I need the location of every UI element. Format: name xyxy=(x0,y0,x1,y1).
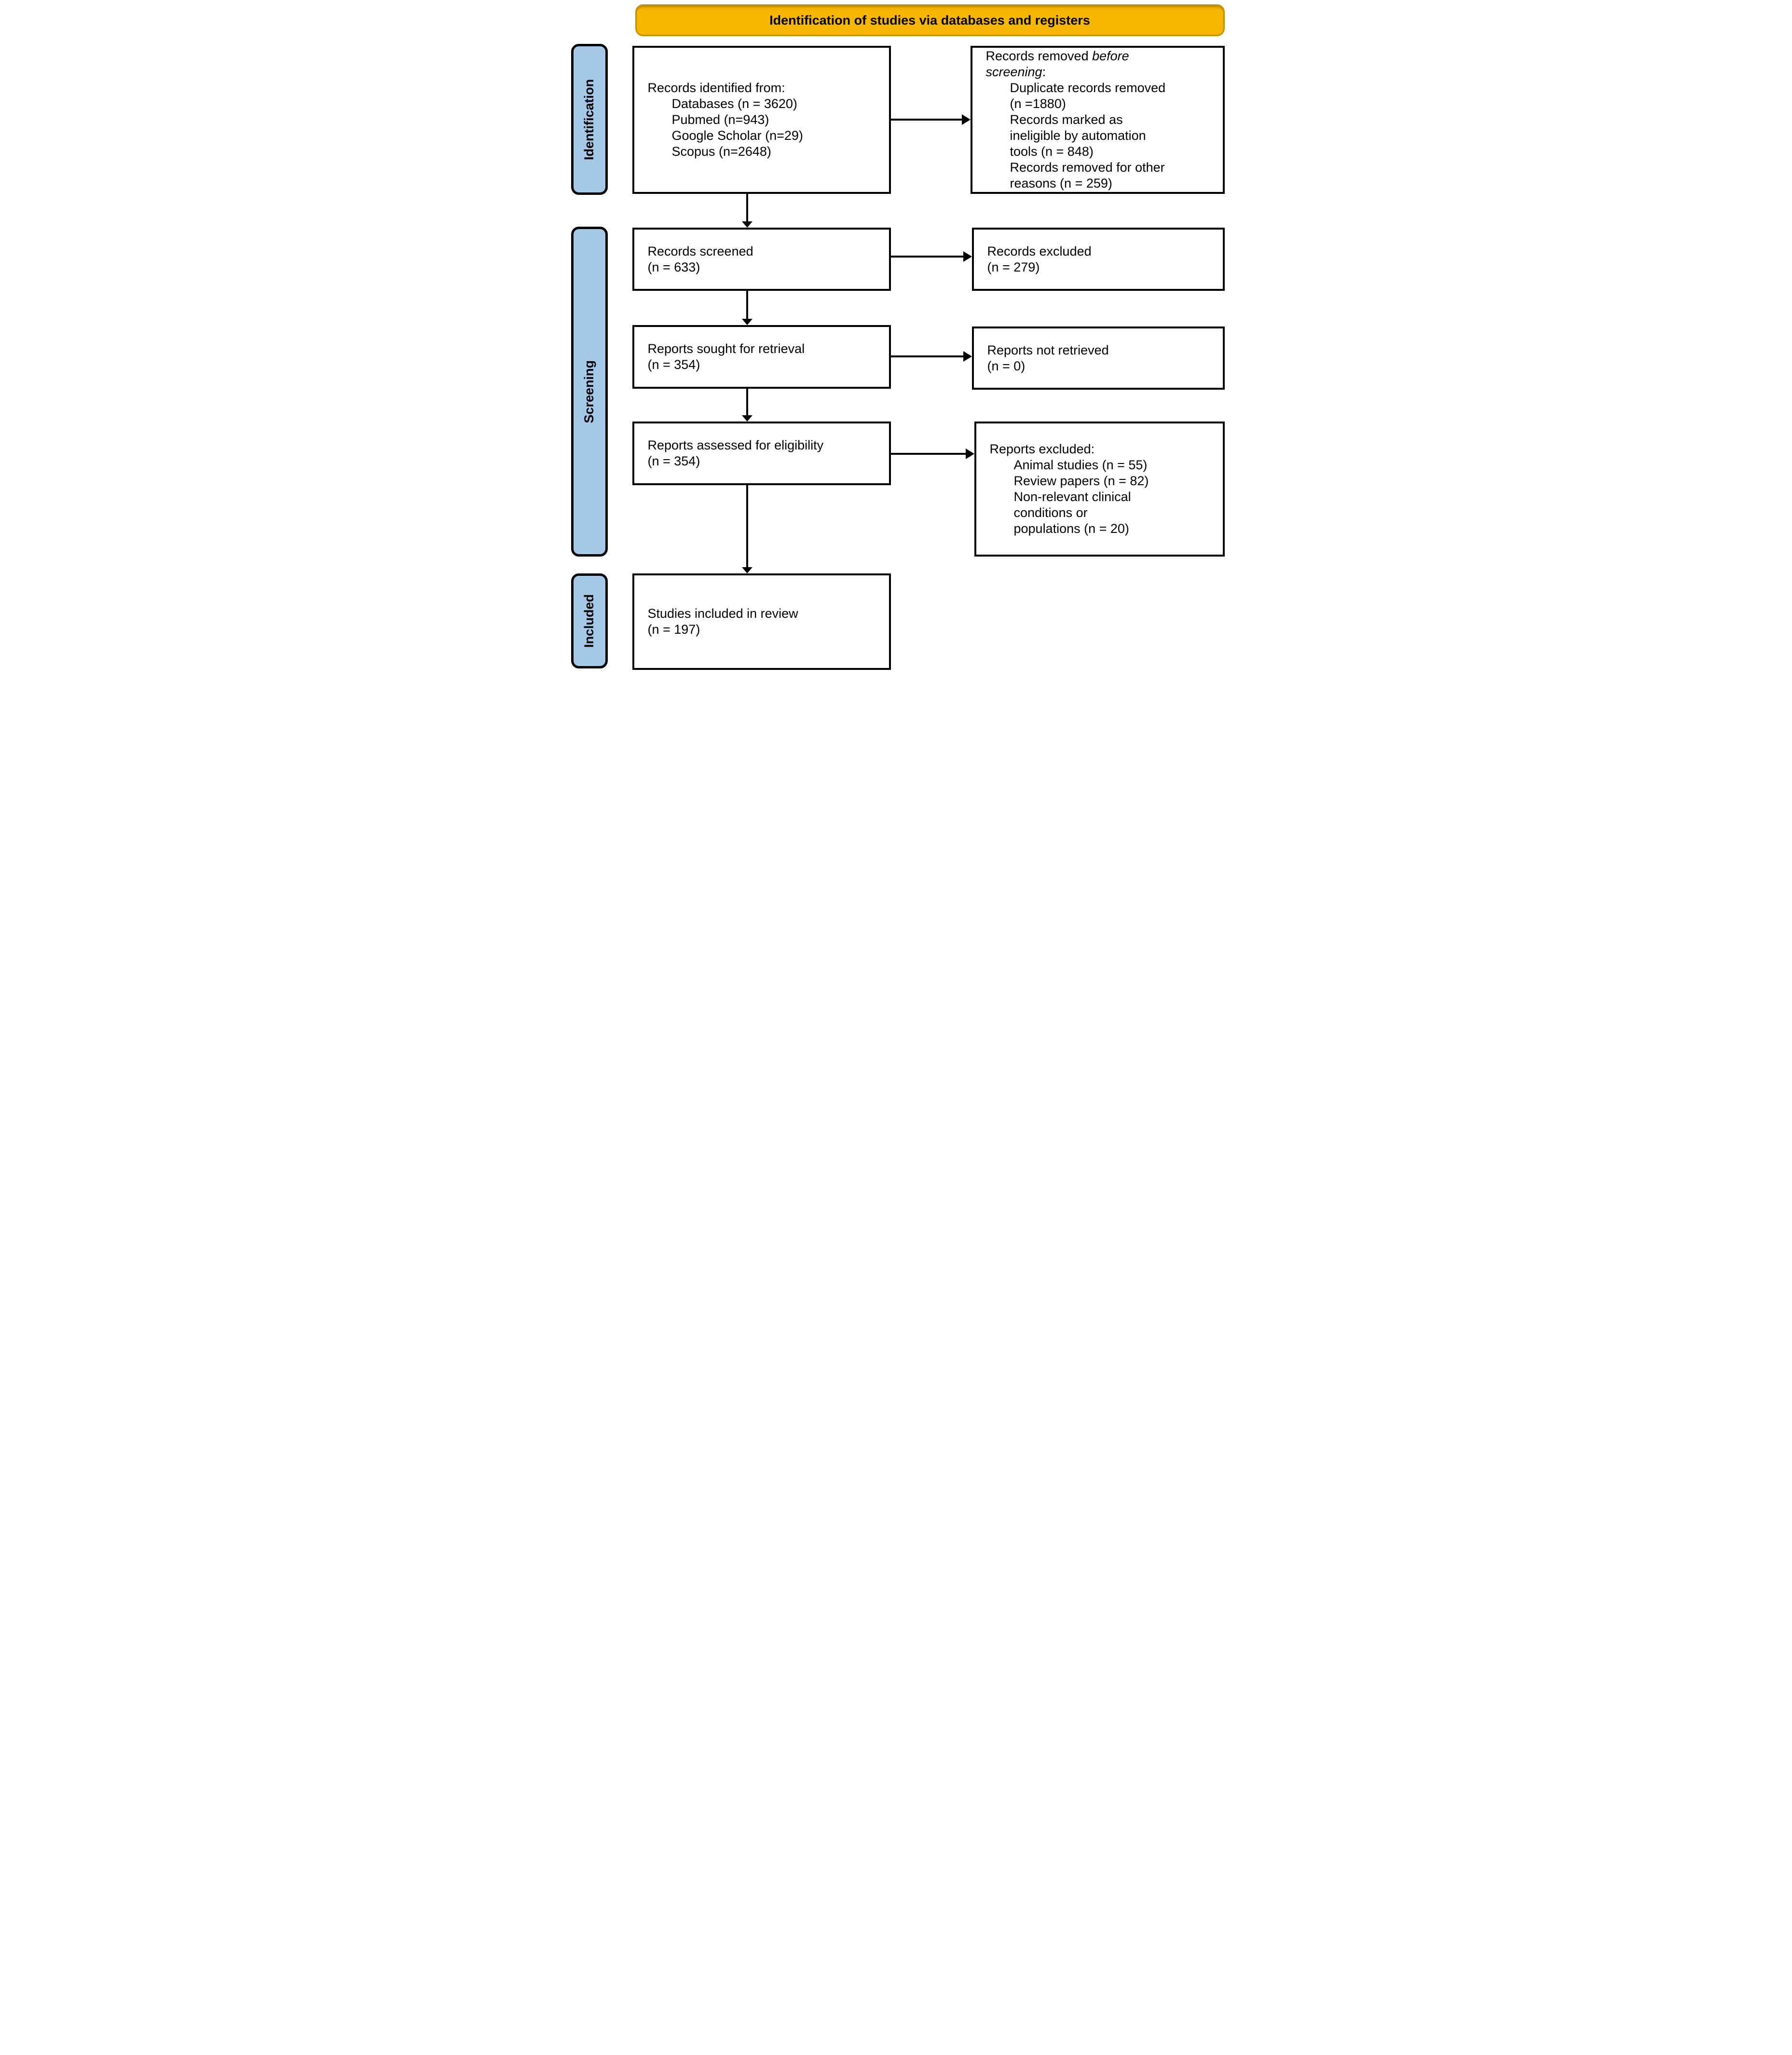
list-item: Records marked as ineligible by automati… xyxy=(1010,112,1146,159)
stage-label-identification-text: Identification xyxy=(582,79,596,160)
box-reports-assessed: Reports assessed for eligibility (n = 35… xyxy=(632,422,891,485)
stage-label-included-text: Included xyxy=(582,594,596,648)
arrow-shaft xyxy=(890,453,966,455)
arrow-shaft xyxy=(746,194,748,222)
box-records-screened-content: Records screened (n = 633) xyxy=(634,244,758,275)
box-records-identified-content: Records identified from: Databases (n = … xyxy=(634,80,808,160)
stage-label-identification: Identification xyxy=(571,44,608,195)
list-item: Review papers (n = 82) xyxy=(1013,474,1149,489)
box-count: (n = 633) xyxy=(647,259,700,274)
box-studies-included-content: Studies included in review (n = 197) xyxy=(634,606,803,638)
arrow-head-icon xyxy=(961,114,971,125)
arrow-shaft xyxy=(746,485,748,568)
box-records-identified: Records identified from: Databases (n = … xyxy=(632,46,891,194)
stage-label-screening: Screening xyxy=(571,227,608,557)
box-title: Reports sought for retrieval xyxy=(647,341,805,356)
box-records-excluded-content: Records excluded (n = 279) xyxy=(974,244,1096,275)
box-title: Studies included in review xyxy=(647,606,798,621)
box-reports-excluded-content: Reports excluded: Animal studies (n = 55… xyxy=(976,441,1150,537)
box-reports-assessed-content: Reports assessed for eligibility (n = 35… xyxy=(634,437,829,469)
arrow-head-icon xyxy=(965,449,974,459)
list-item: Non-relevant clinical conditions or popu… xyxy=(1013,490,1131,536)
arrow-identified-to-removed xyxy=(890,114,971,125)
stage-label-screening-text: Screening xyxy=(582,360,596,423)
arrow-head-icon xyxy=(741,567,752,573)
box-reports-not-retrieved-content: Reports not retrieved (n = 0) xyxy=(974,342,1114,374)
list-item: Pubmed (n=943) xyxy=(671,112,769,127)
box-records-removed: Records removed before screening: Duplic… xyxy=(970,46,1225,194)
box-count: (n = 279) xyxy=(987,259,1040,274)
box-title: Records screened xyxy=(647,244,753,259)
arrow-head-icon xyxy=(963,251,972,262)
box-records-screened: Records screened (n = 633) xyxy=(632,228,891,291)
arrow-assessed-to-included xyxy=(741,485,752,573)
arrow-sought-to-not-retrieved xyxy=(890,351,972,362)
arrow-head-icon xyxy=(963,351,972,362)
arrow-shaft xyxy=(746,389,748,416)
list-item: Databases (n = 3620) xyxy=(671,96,797,111)
box-reports-not-retrieved: Reports not retrieved (n = 0) xyxy=(971,327,1225,390)
box-studies-included: Studies included in review (n = 197) xyxy=(632,573,891,670)
box-count: (n = 354) xyxy=(647,454,700,468)
banner: Identification of studies via databases … xyxy=(635,4,1225,36)
stage-label-included: Included xyxy=(571,573,608,668)
arrow-head-icon xyxy=(741,221,752,228)
box-title: Reports not retrieved xyxy=(987,342,1109,357)
box-title: Reports excluded: xyxy=(989,442,1095,457)
arrow-sought-to-assessed xyxy=(741,389,752,422)
box-records-removed-content: Records removed before screening: Duplic… xyxy=(972,48,1166,191)
box-records-excluded: Records excluded (n = 279) xyxy=(971,228,1225,291)
arrow-shaft xyxy=(890,355,964,357)
arrow-head-icon xyxy=(741,415,752,422)
list-item: Records removed for other reasons (n = 2… xyxy=(1010,160,1165,191)
box-title: Records excluded xyxy=(987,244,1092,259)
box-title: Reports assessed for eligibility xyxy=(647,438,824,453)
arrow-shaft xyxy=(890,119,962,121)
arrow-shaft xyxy=(746,291,748,319)
box-count: (n = 197) xyxy=(647,622,700,637)
arrow-screened-to-excluded xyxy=(890,251,972,262)
box-reports-sought: Reports sought for retrieval (n = 354) xyxy=(632,325,891,389)
arrow-screened-to-sought xyxy=(741,291,752,325)
box-count: (n = 354) xyxy=(647,357,700,372)
box-reports-excluded: Reports excluded: Animal studies (n = 55… xyxy=(974,422,1225,557)
list-item: Google Scholar (n=29) xyxy=(671,128,803,143)
banner-title: Identification of studies via databases … xyxy=(769,13,1090,27)
arrow-identified-to-screened xyxy=(741,194,752,228)
list-item: Animal studies (n = 55) xyxy=(1013,458,1148,473)
prisma-flow-diagram: Identification of studies via databases … xyxy=(565,0,1227,759)
box-count: (n = 0) xyxy=(987,358,1026,373)
box-title: Records removed before screening: xyxy=(985,49,1129,80)
list-item: Duplicate records removed (n =1880) xyxy=(1010,81,1166,111)
list-item: Scopus (n=2648) xyxy=(671,144,771,159)
arrow-shaft xyxy=(890,256,964,258)
box-title: Records identified from: xyxy=(647,81,785,95)
arrow-head-icon xyxy=(741,319,752,325)
box-reports-sought-content: Reports sought for retrieval (n = 354) xyxy=(634,341,810,373)
arrow-assessed-to-reports-excluded xyxy=(890,449,974,459)
